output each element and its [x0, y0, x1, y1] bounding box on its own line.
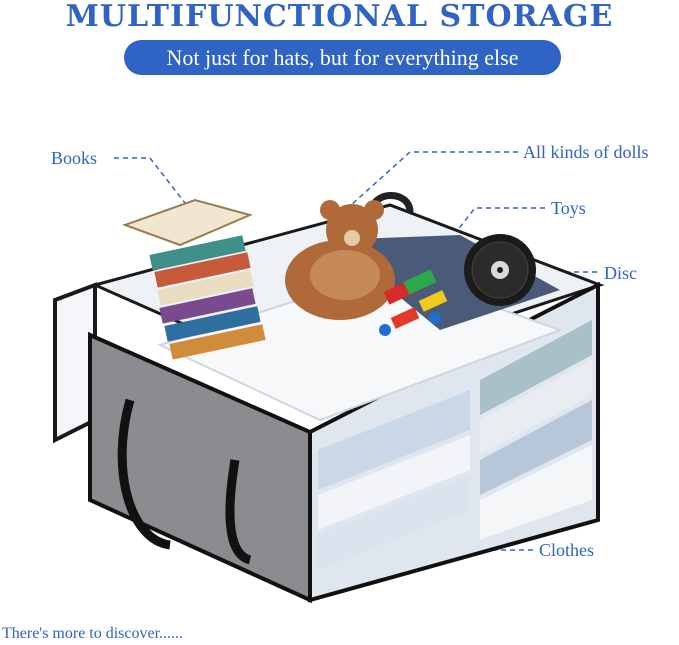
callout-clothes: Clothes: [539, 540, 595, 560]
callout-toys: Toys: [551, 198, 586, 218]
callout-books: Books: [51, 148, 98, 168]
books-leader: [114, 157, 193, 213]
side-handle-right: [225, 459, 252, 565]
subtitle-text: Not just for hats, but for everything el…: [166, 44, 519, 70]
footer-text: There's more to discover......: [2, 625, 184, 642]
dolls-leader: [339, 151, 518, 216]
callout-dolls: All kinds of dolls: [523, 142, 649, 162]
clothes-icon: [318, 320, 592, 570]
side-handle-left: [117, 398, 171, 550]
callout-disc: Disc: [604, 263, 637, 283]
page-title: MULTIFUNCTIONAL STORAGE: [65, 0, 614, 34]
toy-blocks-icon: [379, 269, 448, 336]
book-stack-icon: [122, 198, 266, 360]
subtitle-banner: Not just for hats, but for everything el…: [124, 40, 561, 75]
disc-icon: [464, 234, 536, 306]
teddy-bear-icon: [285, 200, 395, 320]
